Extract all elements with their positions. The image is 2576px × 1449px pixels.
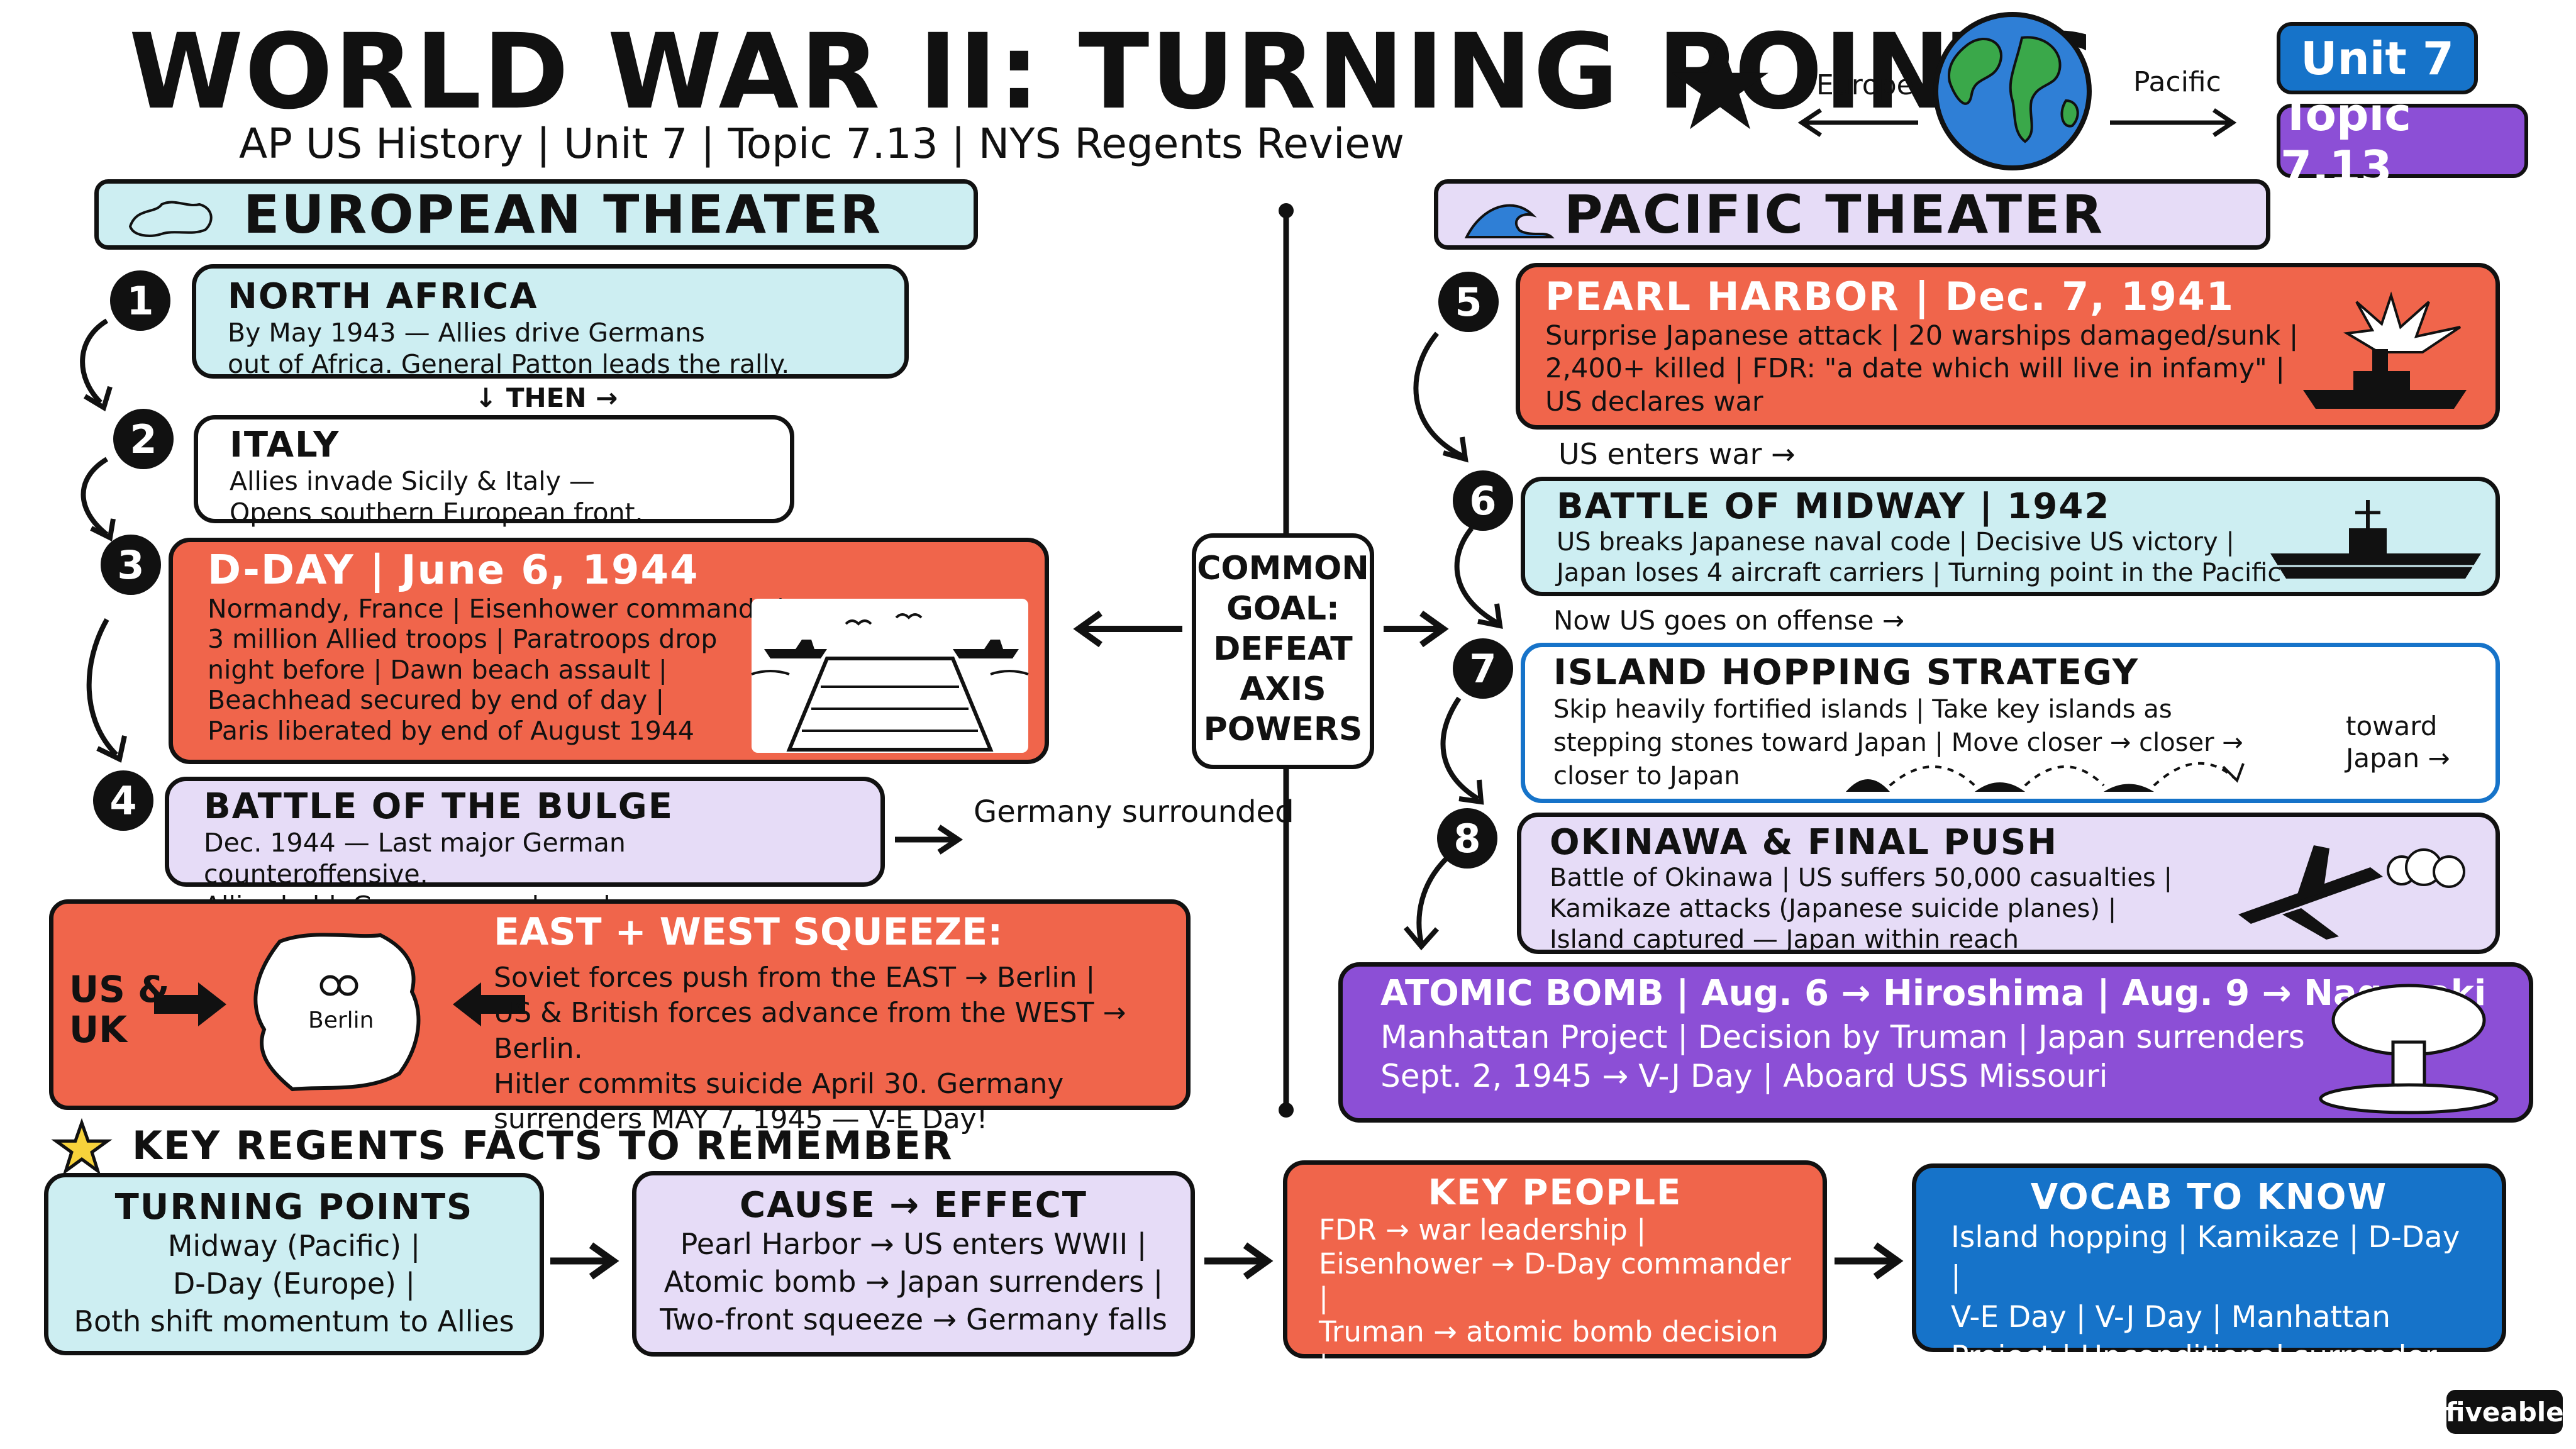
- pacific-theater-heading: PACIFIC THEATER: [1434, 179, 2270, 250]
- event-title: BATTLE OF MIDWAY | 1942: [1557, 486, 2111, 527]
- fact-card-vocab: VOCAB TO KNOW Island hopping | Kamikaze …: [1912, 1163, 2506, 1374]
- globe-pacific-label: Pacific: [2133, 66, 2221, 98]
- event-number-8: 8: [1437, 808, 1497, 869]
- event-north-africa: NORTH AFRICA By May 1943 — Allies drive …: [192, 264, 909, 379]
- arrow-right-icon: [895, 824, 963, 855]
- event-title: NORTH AFRICA: [228, 276, 538, 317]
- aircraft-carrier-icon: [2270, 500, 2481, 579]
- fact-card-title: TURNING POINTS: [114, 1187, 474, 1228]
- arrow-right-icon: [1204, 1242, 1274, 1280]
- island-path-icon: [1846, 762, 2245, 792]
- key-facts-heading: KEY REGENTS FACTS TO REMEMBER: [132, 1123, 953, 1169]
- globe-icon: [1933, 12, 2092, 170]
- event-body: By May 1943 — Allies drive Germans out o…: [228, 318, 790, 380]
- us-enters-war-label: US enters war →: [1558, 437, 1796, 471]
- arrow-left-icon: [1073, 610, 1182, 648]
- unit-badge: Unit 7: [2277, 22, 2478, 94]
- fact-card-title: VOCAB TO KNOW: [2030, 1177, 2388, 1218]
- event-battle-of-midway: BATTLE OF MIDWAY | 1942 US breaks Japane…: [1521, 477, 2500, 596]
- flow-arrow: [86, 618, 127, 763]
- fact-card-body: FDR → war leadership | Eisenhower → D-Da…: [1319, 1213, 1791, 1416]
- landing-craft-icon: [751, 599, 1029, 753]
- event-title: D-DAY | June 6, 1944: [208, 547, 699, 594]
- event-title: ISLAND HOPPING STRATEGY: [1553, 652, 2140, 693]
- event-number-7: 7: [1453, 638, 1513, 699]
- common-goal-box: COMMON GOAL: DEFEAT AXIS POWERS: [1192, 533, 1374, 769]
- european-theater-heading: EUROPEAN THEATER: [94, 179, 978, 250]
- arrow-left-icon: [1797, 108, 1918, 137]
- event-d-day: D-DAY | June 6, 1944 Normandy, France | …: [169, 538, 1049, 764]
- event-title: PEARL HARBOR | Dec. 7, 1941: [1545, 274, 2235, 319]
- fact-card-body: Pearl Harbor → US enters WWII | Atomic b…: [660, 1227, 1167, 1336]
- event-number-3: 3: [101, 535, 161, 595]
- fact-card-title: CAUSE → EFFECT: [740, 1185, 1087, 1226]
- squeeze-title: EAST + WEST SQUEEZE:: [494, 910, 1003, 954]
- event-italy: ITALY Allies invade Sicily & Italy — Ope…: [194, 415, 794, 528]
- flow-arrow: [1403, 857, 1448, 951]
- toward-japan-label: toward Japan →: [2346, 711, 2450, 774]
- event-body: Skip heavily fortified islands | Take ke…: [1553, 695, 2243, 791]
- flow-arrow: [1454, 526, 1503, 630]
- page-subtitle: AP US History | Unit 7 | Topic 7.13 | NY…: [239, 119, 1404, 168]
- star-icon: [51, 1118, 113, 1175]
- flow-arrow: [80, 318, 113, 412]
- event-body: Battle of Okinawa | US suffers 50,000 ca…: [1550, 863, 2172, 954]
- event-body: Normandy, France | Eisenhower commands |…: [208, 594, 785, 746]
- east-west-squeeze: US & UK Berlin EAST + WEST SQUEEZE: Sovi…: [49, 899, 1191, 1135]
- battleship-explosion-icon: [2303, 291, 2467, 409]
- fact-card-turning-points: TURNING POINTS Midway (Pacific) | D-Day …: [44, 1173, 544, 1355]
- event-title: BATTLE OF THE BULGE: [204, 786, 674, 827]
- page-title: WORLD WAR II: TURNING POINTS: [129, 11, 2100, 132]
- event-island-hopping: ISLAND HOPPING STRATEGY Skip heavily for…: [1521, 643, 2500, 803]
- europe-map-icon: [128, 201, 213, 237]
- germany-surrounded-label: Germany surrounded: [974, 794, 1294, 830]
- fact-card-key-people: KEY PEOPLE FDR → war leadership | Eisenh…: [1283, 1160, 1827, 1416]
- atomic-bomb-title: ATOMIC BOMB | Aug. 6 → Hiroshima | Aug. …: [1380, 973, 2487, 1014]
- pacific-theater-title: PACIFIC THEATER: [1564, 184, 2105, 245]
- event-body: US breaks Japanese naval code | Decisive…: [1557, 528, 2282, 587]
- then-label: ↓ THEN →: [475, 382, 618, 413]
- arrow-right-icon: [1384, 610, 1449, 648]
- event-body: Allies invade Sicily & Italy — Opens sou…: [230, 466, 643, 528]
- germany-map-icon: [253, 933, 421, 1092]
- arrow-right-icon: [550, 1242, 619, 1280]
- atomic-bomb-line2: Manhattan Project | Decision by Truman |…: [1380, 1019, 2305, 1055]
- us-on-offense-label: Now US goes on offense →: [1553, 605, 1905, 636]
- flow-arrow: [80, 457, 116, 541]
- event-title: ITALY: [230, 425, 340, 465]
- event-number-2: 2: [113, 409, 174, 469]
- arrow-left-icon: [453, 982, 525, 1026]
- wave-icon: [1464, 204, 1555, 238]
- event-body: Surprise Japanese attack | 20 warships d…: [1545, 320, 2299, 418]
- event-number-6: 6: [1453, 470, 1513, 531]
- fact-card-cause-effect: CAUSE → EFFECT Pearl Harbor → US enters …: [632, 1171, 1195, 1357]
- flow-arrow: [1413, 331, 1468, 463]
- event-number-5: 5: [1438, 272, 1499, 332]
- brand-logo[interactable]: fiveable: [2445, 1390, 2564, 1434]
- event-title: OKINAWA & FINAL PUSH: [1550, 822, 2058, 863]
- flow-arrow: [1440, 696, 1484, 805]
- capital-marker-icon: [319, 975, 358, 996]
- squeeze-body: Soviet forces push from the EAST → Berli…: [494, 962, 1126, 1136]
- fact-card-title: KEY PEOPLE: [1428, 1172, 1682, 1213]
- fact-card-body: Midway (Pacific) | D-Day (Europe) | Both…: [74, 1229, 514, 1338]
- european-theater-title: EUROPEAN THEATER: [243, 184, 883, 245]
- atomic-bomb-line3: Sept. 2, 1945 → V-J Day | Aboard USS Mis…: [1380, 1058, 2108, 1094]
- fact-card-body: Island hopping | Kamikaze | D-Day | V-E …: [1951, 1220, 2460, 1375]
- berlin-label: Berlin: [308, 1008, 374, 1033]
- topic-badge: Topic 7.13: [2277, 88, 2528, 194]
- mushroom-cloud-icon: [2319, 984, 2499, 1114]
- event-okinawa: OKINAWA & FINAL PUSH Battle of Okinawa |…: [1517, 813, 2500, 954]
- event-number-1: 1: [110, 270, 170, 331]
- globe-europe-label: Europe: [1816, 69, 1914, 101]
- arrow-right-icon: [154, 982, 226, 1026]
- event-number-4: 4: [93, 770, 153, 831]
- arrow-right-icon: [2110, 108, 2237, 137]
- fighter-plane-icon: [2238, 845, 2465, 940]
- event-pearl-harbor: PEARL HARBOR | Dec. 7, 1941 Surprise Jap…: [1516, 263, 2500, 430]
- arrow-right-icon: [1835, 1242, 1904, 1280]
- atomic-bomb-box: ATOMIC BOMB | Aug. 6 → Hiroshima | Aug. …: [1338, 962, 2533, 1123]
- star-icon: [1672, 38, 1768, 130]
- event-battle-of-the-bulge: BATTLE OF THE BULGE Dec. 1944 — Last maj…: [165, 777, 885, 921]
